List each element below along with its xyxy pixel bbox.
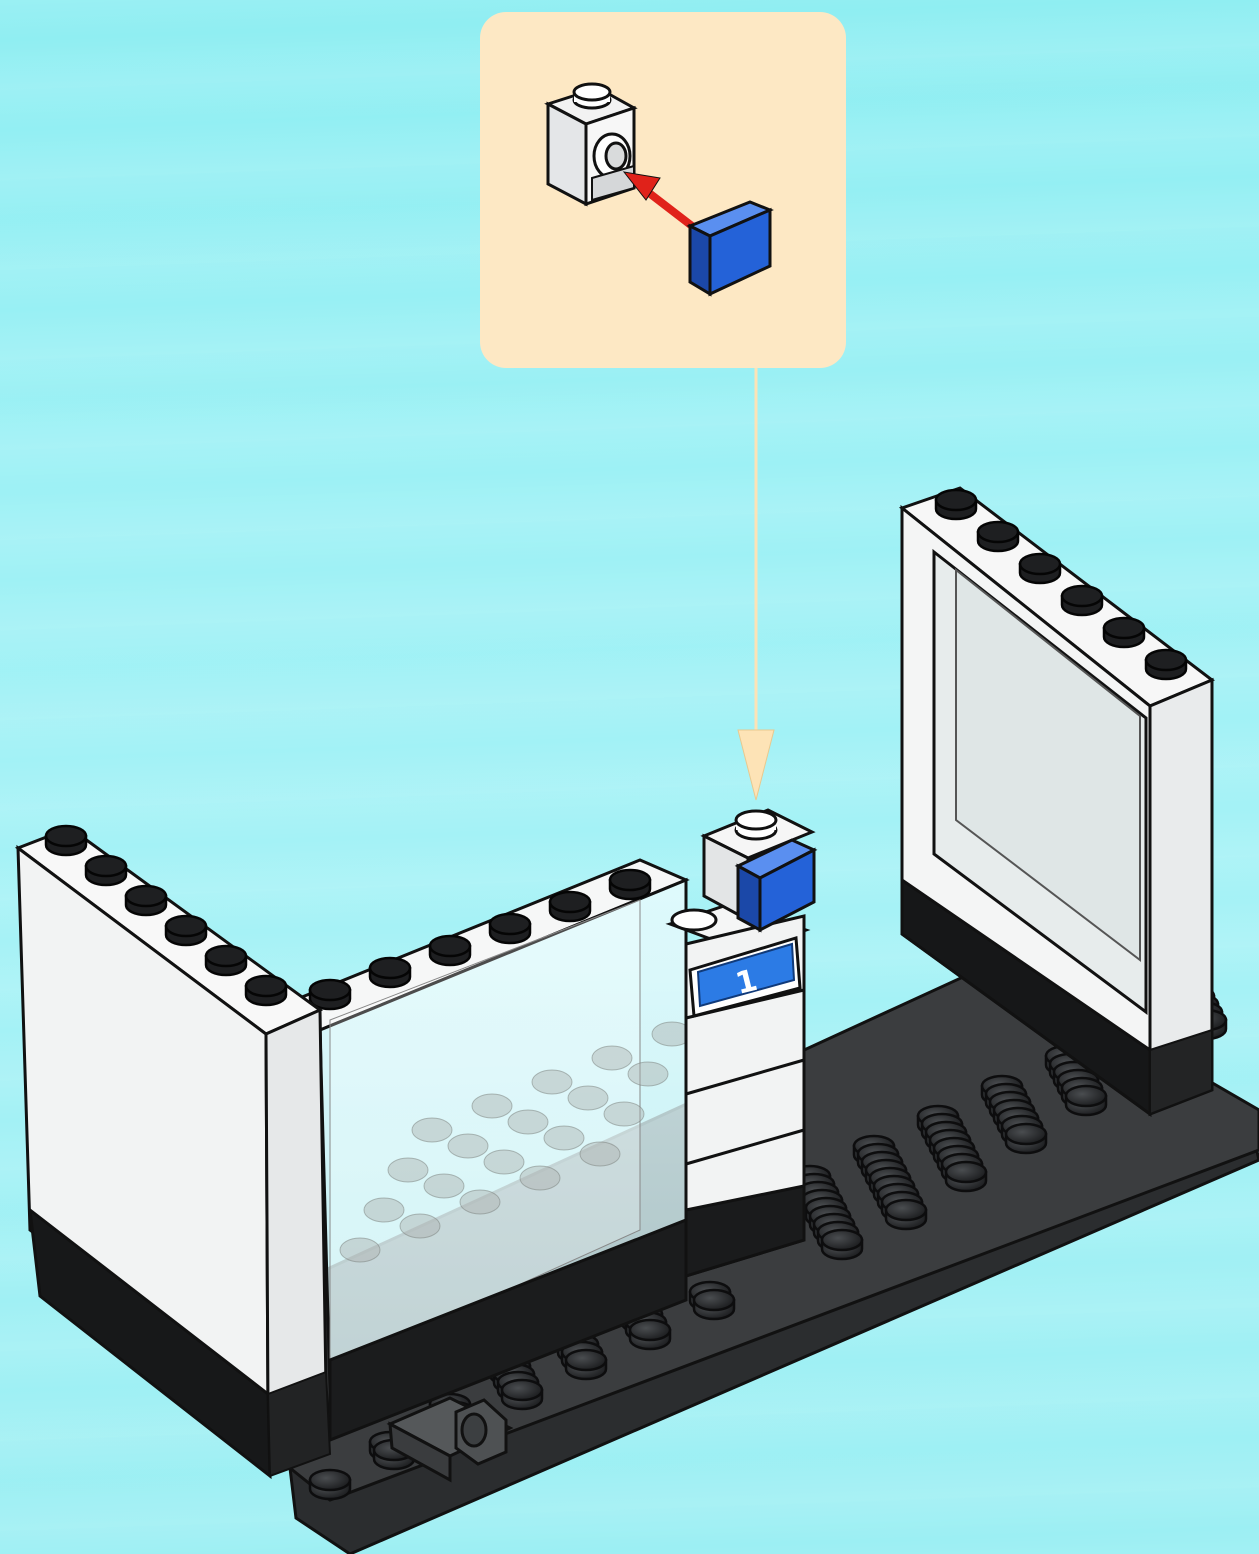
stud xyxy=(936,490,976,519)
stud xyxy=(1104,618,1144,647)
stud xyxy=(550,892,590,921)
ghost-stud xyxy=(580,1142,620,1166)
ghost-stud xyxy=(400,1214,440,1238)
ghost-stud xyxy=(340,1238,380,1262)
stud xyxy=(630,1320,670,1349)
stud xyxy=(946,1162,986,1191)
ghost-stud xyxy=(520,1166,560,1190)
stud xyxy=(502,1380,542,1409)
stud xyxy=(1062,586,1102,615)
ghost-stud xyxy=(568,1086,608,1110)
ghost-stud xyxy=(532,1070,572,1094)
callout-bracket-icon xyxy=(548,84,634,204)
ghost-stud xyxy=(604,1102,644,1126)
stud xyxy=(490,914,530,943)
ghost-stud xyxy=(628,1062,668,1086)
stud xyxy=(46,826,86,855)
ghost-stud xyxy=(412,1118,452,1142)
stud xyxy=(310,980,350,1009)
guide-arrow-icon xyxy=(738,368,774,800)
ghost-stud xyxy=(388,1158,428,1182)
stud xyxy=(206,946,246,975)
stud xyxy=(822,1230,862,1259)
stud xyxy=(566,1350,606,1379)
stud xyxy=(1020,554,1060,583)
stud xyxy=(1006,1124,1046,1153)
ghost-stud xyxy=(424,1174,464,1198)
ghost-stud xyxy=(364,1198,404,1222)
stud xyxy=(430,936,470,965)
ghost-stud xyxy=(592,1046,632,1070)
red-arrow-icon xyxy=(624,172,692,226)
ghost-stud xyxy=(544,1126,584,1150)
stud xyxy=(246,976,286,1005)
stud xyxy=(978,522,1018,551)
stud xyxy=(1066,1086,1106,1115)
stud xyxy=(370,958,410,987)
ghost-stud xyxy=(460,1190,500,1214)
stud xyxy=(166,916,206,945)
stud xyxy=(1146,650,1186,679)
ghost-stud xyxy=(484,1150,524,1174)
blue-tile-icon xyxy=(690,202,770,294)
stud xyxy=(886,1200,926,1229)
stud xyxy=(126,886,166,915)
ghost-stud xyxy=(508,1110,548,1134)
stud xyxy=(694,1290,734,1319)
stud xyxy=(610,870,650,899)
stud xyxy=(86,856,126,885)
stud xyxy=(310,1470,350,1499)
ghost-stud xyxy=(448,1134,488,1158)
ghost-stud xyxy=(472,1094,512,1118)
